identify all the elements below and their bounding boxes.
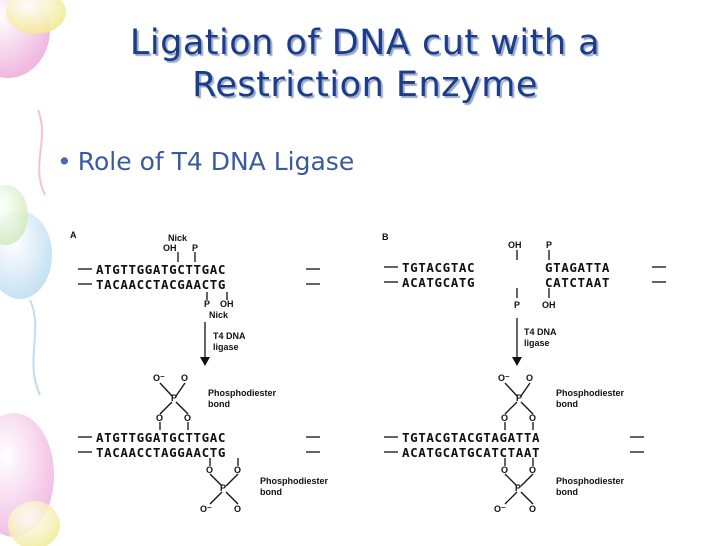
arrow-head-a [200, 357, 210, 366]
panel-a-bottom-nick: Nick [209, 310, 229, 320]
panel-a-strand-1: ATGTTGGATGCTTGAC [96, 262, 226, 277]
panel-b-o-right: O [529, 413, 536, 423]
panel-a-bond-1: Phosphodiester [208, 388, 277, 398]
panel-b-result-strand-2: ACATGCATGCATCTAAT [402, 445, 540, 460]
panel-a-o-minus-bottom: O⁻ [200, 504, 212, 514]
panel-b-o-bottom: O [529, 504, 536, 514]
panel-b-strand-2-left: ACATGCATG [402, 275, 475, 290]
panel-a-enzyme-2: ligase [213, 342, 239, 352]
panel-b-bottom-oh: OH [542, 300, 556, 310]
panel-b-result-strand-1: TGTACGTACGTAGATTA [402, 430, 540, 445]
panel-a-strand-2: TACAACCTACGAACTG [96, 277, 226, 292]
panel-b-strand-1-right: GTAGATTA [545, 260, 610, 275]
balloon-green [0, 185, 28, 245]
panel-b-o: O [526, 373, 533, 383]
panel-b-top-oh: OH [508, 240, 522, 250]
bullet-icon: • [57, 147, 72, 176]
panel-b-p-bottom: P [515, 483, 521, 493]
panel-a-top-nick: Nick [168, 233, 188, 243]
panel-a-o: O [181, 373, 188, 383]
title-line-2: Restriction Enzyme [192, 65, 538, 105]
panel-a-o-left: O [156, 413, 163, 423]
balloon-yellow-bottom [8, 501, 60, 546]
panel-b-o-bottom-right: O [529, 465, 536, 475]
panel-a-bottom-p: P [204, 299, 210, 309]
panel-a-enzyme-1: T4 DNA [213, 331, 246, 341]
panel-a-bond-2: bond [208, 399, 230, 409]
panel-b-bottom-bond-2: bond [556, 487, 578, 497]
panel-b-bond-1: Phosphodiester [556, 388, 625, 398]
bullet-item: •Role of T4 DNA Ligase [57, 145, 354, 179]
panel-b-o-minus-bottom: O⁻ [494, 504, 506, 514]
panel-b-tag: B [382, 232, 389, 242]
panel-a-bottom-oh: OH [220, 299, 234, 309]
panel-b-p: P [516, 393, 522, 403]
panel-b-bottom-bond-1: Phosphodiester [556, 476, 625, 486]
panel-a-top-oh: OH [163, 243, 177, 253]
panel-b-top-p: P [546, 240, 552, 250]
panel-b-bottom-p: P [514, 300, 520, 310]
panel-a-o-bottom-right: O [234, 465, 241, 475]
panel-a-result-strand-2: TACAACCTAGGAACTG [96, 445, 226, 460]
panel-a-p-bottom: P [220, 483, 226, 493]
balloon-yellow-top [6, 0, 66, 34]
panel-a-o-bottom-left: O [206, 465, 213, 475]
slide-title: Ligation of DNA cut with a Restriction E… [60, 22, 670, 106]
bullet-text: Role of T4 DNA Ligase [77, 147, 355, 176]
title-line-1: Ligation of DNA cut with a [129, 23, 601, 63]
panel-b-enzyme-2: ligase [524, 338, 550, 348]
panel-a-o-right: O [184, 413, 191, 423]
panel-a-top-p: P [192, 243, 198, 253]
panel-a-result-strand-1: ATGTTGGATGCTTGAC [96, 430, 226, 445]
panel-b-o-left: O [501, 413, 508, 423]
panel-b-o-minus: O⁻ [498, 373, 510, 383]
panel-b-strand-1-left: TGTACGTAC [402, 260, 475, 275]
panel-a-p: P [171, 393, 177, 403]
panel-a-tag: A [70, 230, 77, 240]
panel-a-bottom-bond-2: bond [260, 487, 282, 497]
panel-b-o-bottom-left: O [501, 465, 508, 475]
panel-a-o-minus: O⁻ [153, 373, 165, 383]
arrow-head-b [512, 357, 522, 366]
panel-b-bond-2: bond [556, 399, 578, 409]
panel-b-strand-2-right: CATCTAAT [545, 275, 610, 290]
panel-b-enzyme-1: T4 DNA [524, 327, 557, 337]
panel-a-bottom-bond-1: Phosphodiester [260, 476, 329, 486]
panel-a-o-bottom: O [234, 504, 241, 514]
